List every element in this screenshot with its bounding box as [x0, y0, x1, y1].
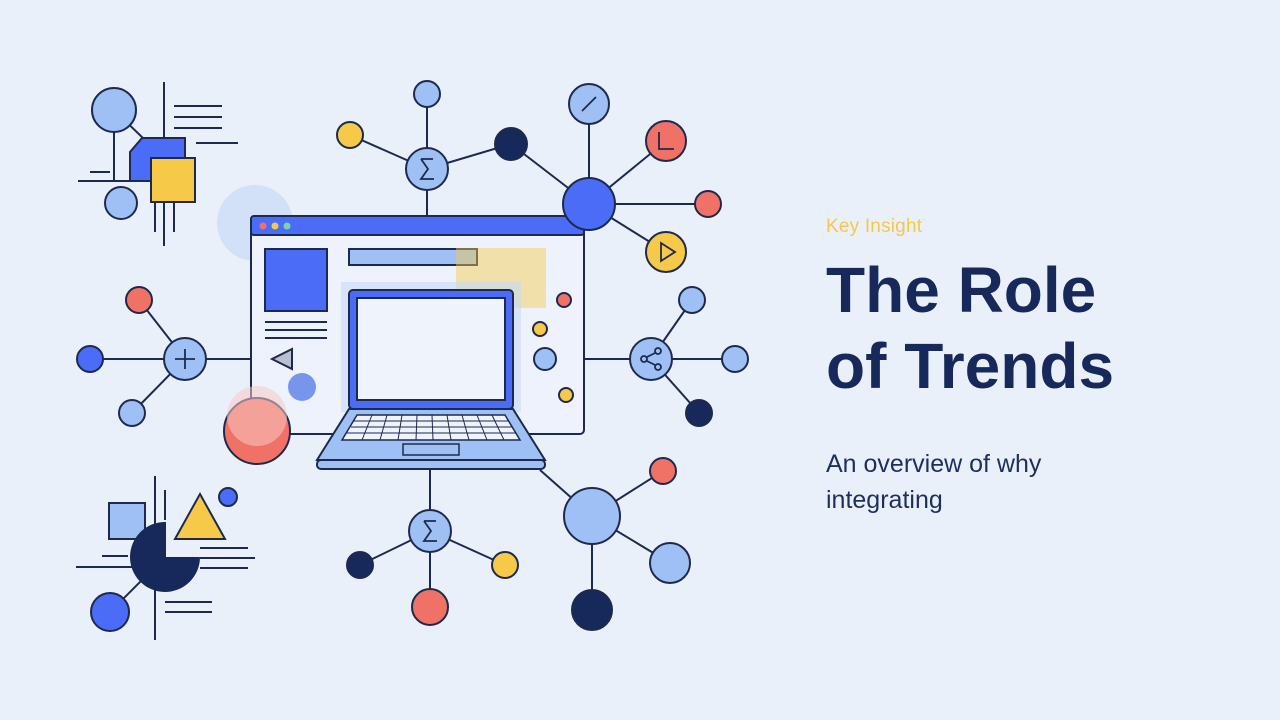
network-illustration [76, 80, 749, 640]
title-line-1: The Role [826, 254, 1097, 326]
triangle-left-icon [269, 347, 293, 371]
title-panel: Key Insight The Role of Trends An overvi… [826, 216, 1246, 518]
corner-icon [658, 132, 674, 150]
bottom-left-shapes [76, 476, 255, 640]
slide-title: The Role of Trends [826, 252, 1246, 404]
eyebrow-label: Key Insight [826, 216, 923, 237]
sigma-icon [419, 158, 434, 180]
laptop [315, 289, 547, 470]
top-left-shapes [91, 87, 196, 220]
slash-icon [581, 96, 597, 112]
network-nodes [76, 80, 749, 631]
share-icon [640, 347, 662, 371]
play-icon [660, 241, 677, 263]
slide-subtitle: An overview of why integrating [826, 450, 1042, 514]
sigma-icon [422, 520, 437, 542]
title-line-2: of Trends [826, 330, 1115, 402]
plus-icon [175, 349, 195, 369]
